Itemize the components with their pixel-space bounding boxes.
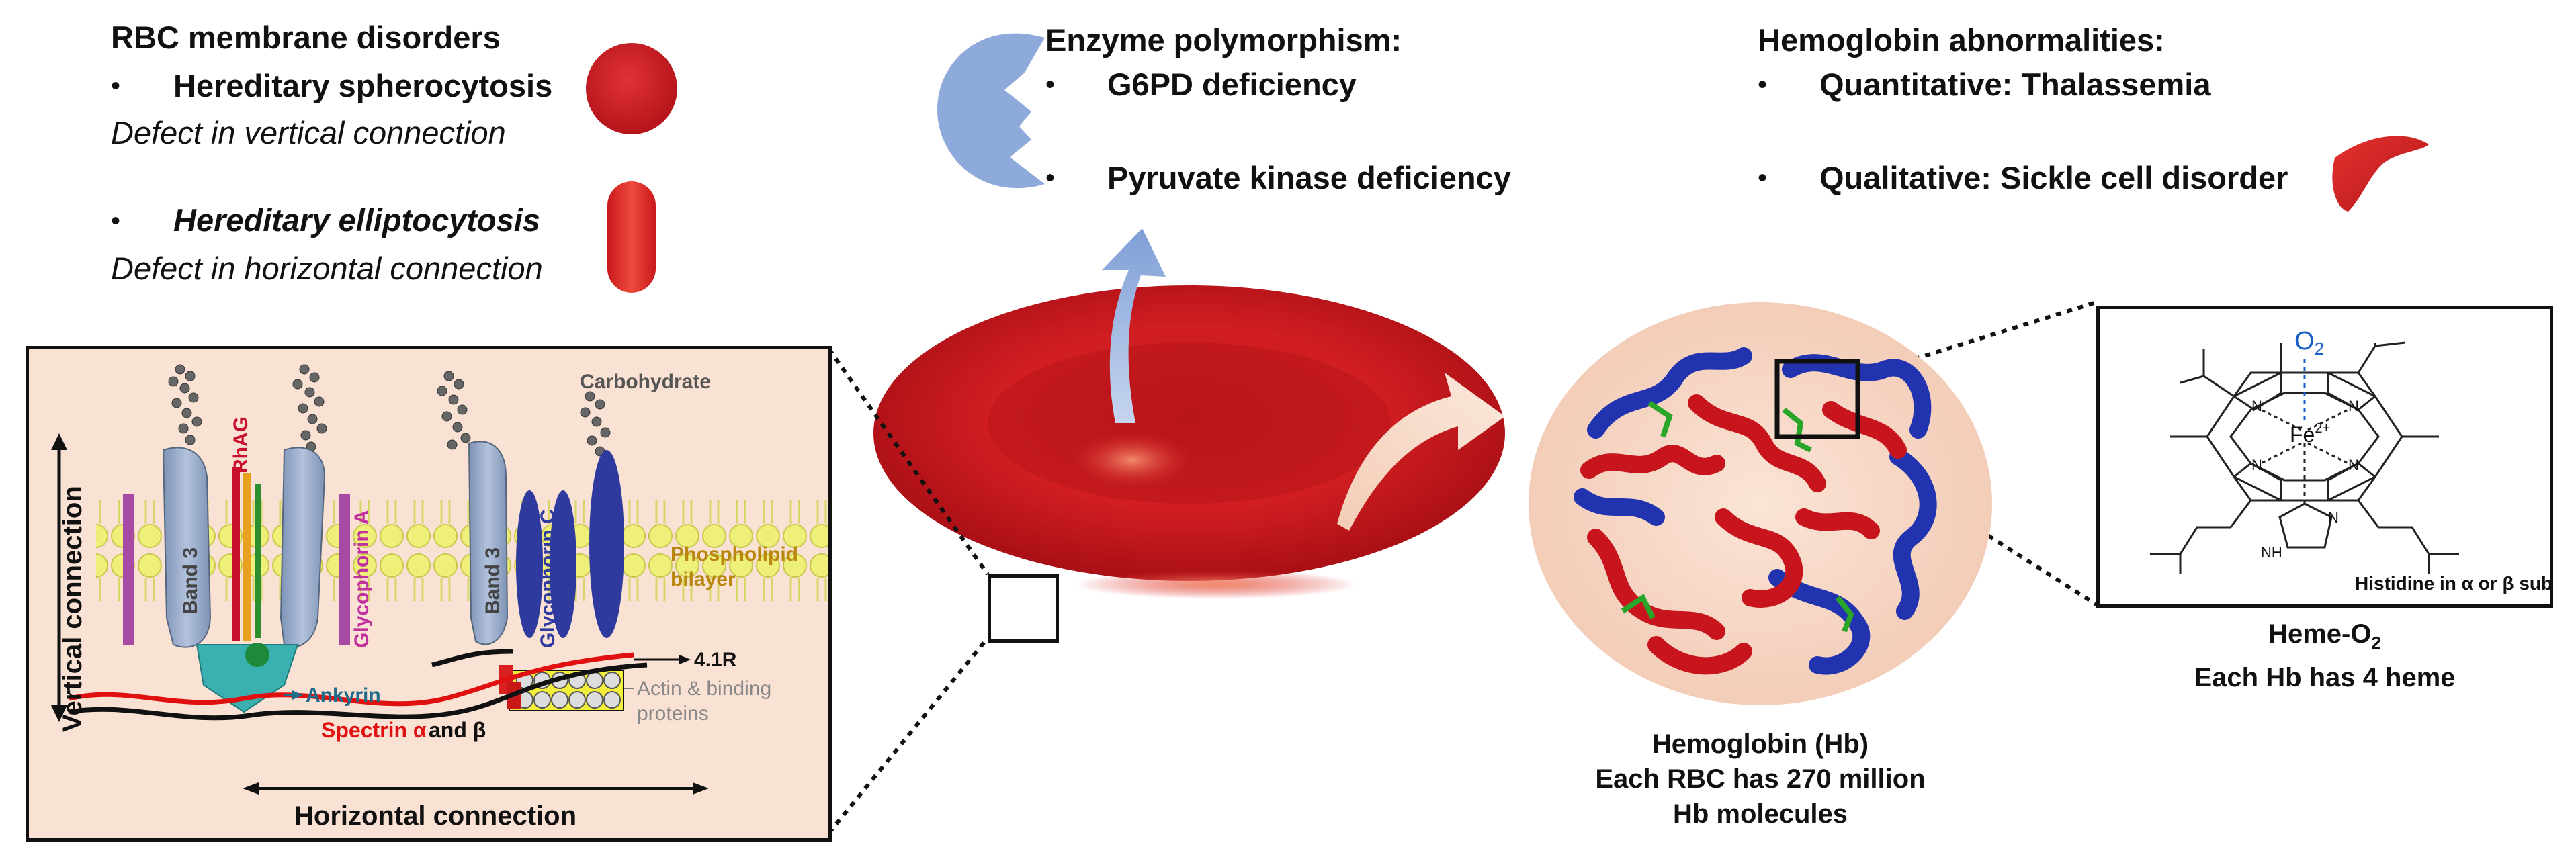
enzyme-title: Enzyme polymorphism: [1045, 22, 1402, 58]
elliptocyte-icon [607, 181, 656, 293]
spectrin-alpha-label: Spectrin α [321, 718, 427, 742]
hemoglobin-caption-line1: Hemoglobin (Hb) [1651, 729, 1869, 759]
abnormal-rbc-icons [586, 43, 677, 293]
nitrogen-label: N [2251, 457, 2262, 473]
elliptocytosis-note: Defect in horizontal connection [111, 251, 543, 286]
carbohydrate-chain-3 [437, 371, 471, 450]
ankyrin-protein [196, 644, 299, 713]
spectrin-beta [69, 662, 648, 721]
band3-protein [468, 441, 509, 645]
bullet: • [111, 71, 121, 101]
rhag-protein [232, 467, 240, 641]
hemoglobin-caption-line3: Hb molecules [1672, 799, 1848, 829]
hemoglobin-title: Hemoglobin abnormalities: [1758, 22, 2165, 58]
bullet: • [1045, 163, 1056, 193]
ankyrin-label: Ankyrin [306, 684, 381, 707]
heme-structure-diagram: O2 Fe2+ N N N N N NH Histidine in α or β… [2150, 327, 2576, 594]
glycophorin-c-label: Glycophorin C [537, 509, 559, 648]
bullet: • [1045, 70, 1056, 99]
arrow-up-icon [1102, 228, 1166, 423]
spherocytosis-note: Defect in vertical connection [111, 115, 506, 150]
elliptocytosis-label: Hereditary elliptocytosis [173, 202, 540, 238]
sickle-cell-icon [2332, 136, 2429, 212]
actin-label-2: proteins [637, 703, 709, 725]
vertical-connection-label: Vertical connection [58, 486, 87, 732]
actin-label: Actin & binding [637, 678, 771, 700]
membrane-title: RBC membrane disorders [111, 19, 501, 55]
band3-protein [280, 447, 326, 648]
heme-caption: Heme-O2 Each Hb has 4 heme [2096, 617, 2553, 695]
glycophorin-c [550, 490, 576, 638]
spectrin-alpha [69, 652, 634, 707]
bullet: • [1758, 70, 1768, 99]
membrane-zoom-box [988, 574, 1059, 643]
glycophorin-c [589, 450, 624, 638]
red-blood-cell [873, 228, 1505, 599]
imidazole-n-label: N [2328, 509, 2339, 526]
carbohydrate-chain-4 [580, 391, 611, 457]
band3-protein [162, 447, 212, 648]
phospholipid-label-2: bilayer [671, 568, 736, 590]
nitrogen-label: N [2348, 457, 2359, 473]
nitrogen-label: N [2251, 398, 2262, 414]
glycophorin-a [339, 494, 350, 645]
bullet: • [1758, 163, 1768, 193]
spectrin-and-label: and β [429, 718, 486, 742]
hemoglobin-caption-line2: Each RBC has 270 million [1595, 764, 1926, 794]
carbohydrate-label: Carbohydrate [580, 371, 711, 393]
glycophorin-a [123, 494, 134, 645]
g6pd-label: G6PD deficiency [1107, 66, 1357, 102]
glycophorin-c [516, 490, 543, 638]
phospholipid-label: Phospholipid [671, 543, 798, 565]
fe-label: Fe2+ [2290, 421, 2330, 447]
carbohydrate-chain-2 [292, 364, 327, 452]
glycophorin-a-label: Glycophorin A [351, 510, 373, 648]
spherocyte-icon [586, 43, 677, 134]
membrane-structure-diagram: Vertical connection Horizontal connectio… [51, 364, 828, 831]
bullet: • [111, 206, 121, 236]
band3-label: Band 3 [482, 547, 504, 615]
heme-caption-line1: Heme-O2 [2268, 619, 2381, 653]
pyruvate-kinase-label: Pyruvate kinase deficiency [1107, 160, 1511, 195]
hemoglobin-molecule [1529, 302, 1992, 705]
arrow-right-icon [1337, 373, 1505, 531]
protein-41r-label: 4.1R [694, 649, 737, 671]
heme-zoom-box [1774, 359, 1860, 439]
horizontal-connection-label: Horizontal connection [294, 801, 576, 831]
membrane-inset: Vertical connection Horizontal connectio… [26, 346, 832, 842]
nitrogen-label: N [2348, 398, 2359, 414]
histidine-label: Histidine in α or β subunit [2355, 573, 2550, 594]
carbohydrate-chain-1 [168, 364, 202, 445]
pacman-enzyme-icon [937, 33, 1045, 189]
imidazole-nh-label: NH [2261, 544, 2282, 561]
rhag-label: RhAG [230, 416, 252, 473]
hemoglobin-caption: Hemoglobin (Hb) Each RBC has 270 million… [1545, 727, 1975, 831]
thalassemia-label: Quantitative: Thalassemia [1819, 66, 2211, 102]
heme-caption-line2: Each Hb has 4 heme [2194, 663, 2456, 692]
sickle-cell-label: Qualitative: Sickle cell disorder [1819, 160, 2288, 195]
band3-label: Band 3 [179, 547, 202, 615]
heme-structure-box: O2 Fe2+ N N N N N NH Histidine in α or β… [2096, 306, 2576, 608]
spherocytosis-label: Hereditary spherocytosis [173, 68, 553, 103]
o2-label: O2 [2294, 327, 2324, 359]
